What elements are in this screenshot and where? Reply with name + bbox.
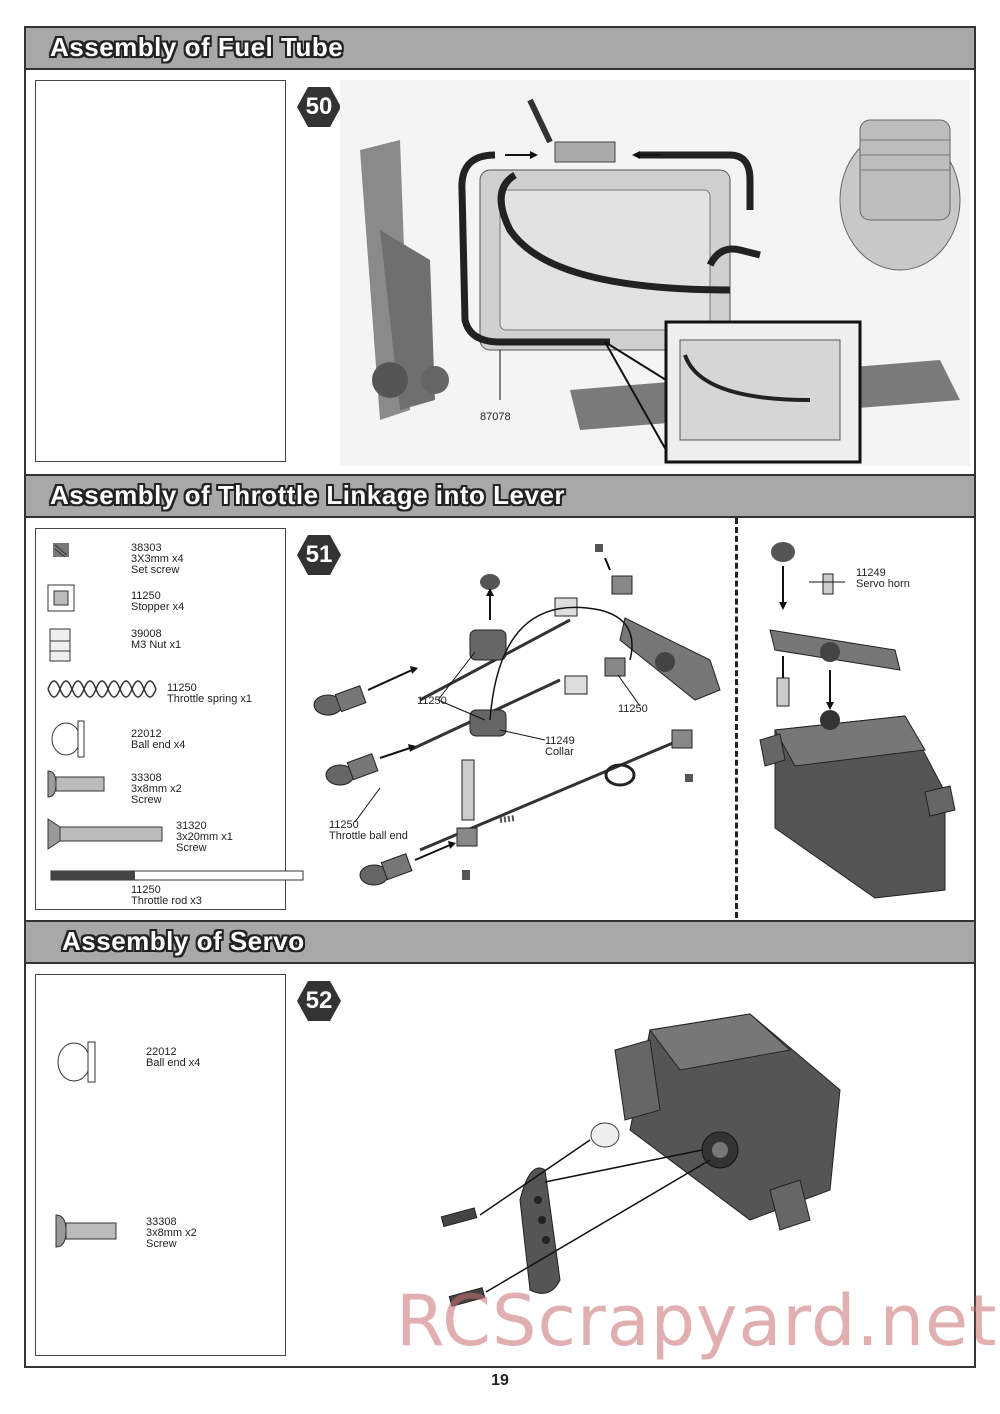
- part-label: 11250 Throttle spring x1: [167, 682, 252, 705]
- set-screw-icon: [53, 543, 69, 558]
- callout-87078: 87078: [480, 411, 511, 423]
- part-label: 33308 3x8mm x2 Screw: [146, 1216, 197, 1250]
- ball-end-icon: [51, 720, 85, 758]
- part-label: 39008 M3 Nut x1: [131, 628, 182, 651]
- part-label: 38303 3X3mm x4 Set screw: [131, 542, 184, 576]
- step-badge-50: 50: [296, 86, 342, 128]
- spring-icon: [47, 680, 157, 698]
- throttle-linkage-illustration: [313, 544, 721, 886]
- callout-11249-collar: 11249 Collar: [545, 735, 575, 758]
- ball-end-icon: [57, 1041, 96, 1083]
- parts-box-servo: 22012 Ball end x4 33308 3x8mm x2 Screw: [35, 974, 286, 1356]
- servo-horn-illustration: [759, 542, 956, 899]
- callout-servo-horn: 11249 Servo horn: [856, 567, 910, 590]
- section-header-fuel-tube: Assembly of Fuel Tube: [26, 26, 974, 70]
- part-label: 31320 3x20mm x1 Screw: [176, 820, 233, 854]
- hexagon-icon: [297, 535, 341, 575]
- part-label: 11250 Stopper x4: [131, 590, 185, 613]
- step-badge-52: 52: [296, 980, 342, 1022]
- nut-icon: [49, 628, 71, 662]
- step-divider: [735, 518, 738, 918]
- part-label: 22012 Ball end x4: [131, 728, 186, 751]
- section-header-throttle-linkage: Assembly of Throttle Linkage into Lever: [26, 474, 974, 518]
- fuel-tube-illustration: [340, 80, 970, 466]
- part-label: 33308 3x8mm x2 Screw: [131, 772, 182, 806]
- throttle-rod-icon: [50, 870, 304, 881]
- screw-3x8-icon: [47, 770, 105, 798]
- part-label: 22012 Ball end x4: [146, 1046, 201, 1069]
- hexagon-icon: [297, 981, 341, 1021]
- callout-throttle-ball-end: 11250 Throttle ball end: [329, 819, 408, 842]
- page-number: 19: [491, 1372, 509, 1389]
- parts-box-throttle: 38303 3X3mm x4 Set screw 11250 Stopper x…: [35, 528, 304, 910]
- callout-11250-b: 11250: [618, 703, 648, 715]
- servo-assembly-illustration: [440, 1013, 841, 1307]
- part-label: 11250 Throttle rod x3: [131, 884, 202, 907]
- hexagon-icon: [297, 87, 341, 127]
- section-title: Assembly of Fuel Tube: [50, 32, 344, 62]
- screw-3x20-icon: [47, 818, 163, 850]
- section-title: Assembly of Throttle Linkage into Lever: [50, 480, 566, 510]
- watermark-text: RCScrapyard.net: [396, 1280, 998, 1362]
- section-header-servo: Assembly of Servo: [26, 920, 974, 964]
- parts-box-fuel-tube: [35, 80, 286, 462]
- section-title: Assembly of Servo: [62, 926, 305, 956]
- step-badge-51: 51: [296, 534, 342, 576]
- callout-11250-a: 11250: [417, 695, 447, 707]
- stopper-icon: [47, 584, 75, 612]
- screw-3x8-icon: [55, 1214, 117, 1248]
